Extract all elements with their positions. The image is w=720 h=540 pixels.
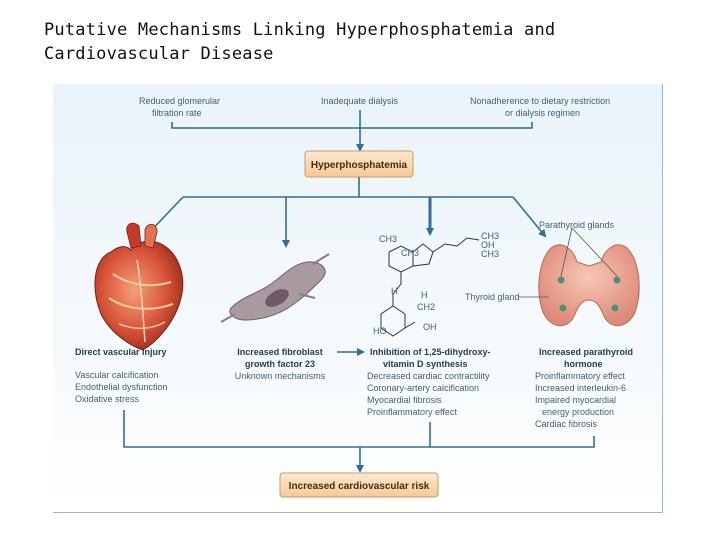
cause-nonadherence: Nonadherence to dietary restriction or d… [470,96,610,118]
thyroid-illustration [518,227,640,327]
list-item: Coronary-artery calcification [367,383,479,393]
heart-illustration [94,222,184,351]
hyperphosphatemia-box: Hyperphosphatemia [304,150,414,178]
svg-text:HO: HO [373,326,387,336]
svg-text:H: H [421,290,428,300]
list-item: Increased interleukin-6 [535,383,626,393]
outcome-label: Increased cardiovascular risk [289,481,430,492]
svg-text:OH: OH [481,240,495,250]
svg-text:OH: OH [423,322,437,332]
svg-text:Reduced glomerular: Reduced glomerular [139,96,220,106]
cause-dialysis: Inadequate dialysis [321,96,399,106]
mechanism-diagram: Reduced glomerular filtration rate Inade… [75,96,640,498]
mechanism-fgf23: Increased fibroblast growth factor 23 Un… [235,347,326,381]
list-item: Proinflammatory effect [367,407,457,417]
svg-text:CH3: CH3 [401,248,419,258]
slide-title: Putative Mechanisms Linking Hyperphospha… [44,18,684,66]
fgf23-heading-line-1: Increased fibroblast [237,347,323,357]
mechanism-pth: Increased parathyroid hormone Proinflamm… [535,347,633,429]
list-item: Cardiac fibrosis [535,419,598,429]
mechanism-vitamin-d: Inhibition of 1,25-dihydroxy- vitamin D … [367,347,491,417]
svg-text:filtration rate: filtration rate [152,108,202,118]
svg-text:Nonadherence to dietary restri: Nonadherence to dietary restriction [470,96,610,106]
svg-text:or dialysis regimen: or dialysis regimen [505,108,580,118]
outcome-box: Increased cardiovascular risk [279,472,439,498]
list-item: Myocardial fibrosis [367,395,442,405]
vitamin-d-molecule-labels: CH3 CH3 CH3 OH CH3 H H CH2 HO OH [373,231,499,336]
list-item: Endothelial dysfunction [75,382,168,392]
svg-text:CH2: CH2 [417,302,435,312]
pth-heading-line-2: hormone [564,359,603,369]
svg-text:CH3: CH3 [481,249,499,259]
list-item: Vascular calcification [75,370,158,380]
fgf23-heading-line-2: growth factor 23 [245,359,315,369]
thyroid-gland-label: Thyroid gland [465,292,520,302]
list-item: energy production [542,407,614,417]
list-item: Proinflammatory effect [535,371,625,381]
mechanism-figure: Reduced glomerular filtration rate Inade… [53,84,663,513]
vitd-heading-line-2: vitamin D synthesis [383,359,468,369]
vascular-heading: Direct vascular injury [75,347,167,357]
vitd-heading-line-1: Inhibition of 1,25-dihydroxy- [370,347,491,357]
branch-connectors [144,177,547,248]
cause-connectors [171,110,533,152]
slide-title-line-1: Putative Mechanisms Linking Hyperphospha… [44,20,556,40]
outcome-connectors [123,410,595,473]
svg-text:CH3: CH3 [379,234,397,244]
list-item: Oxidative stress [75,394,140,404]
list-item: Impaired myocardial [535,395,616,405]
mechanism-vascular: Direct vascular injury Vascular calcific… [75,347,168,404]
fibroblast-cell-illustration [220,253,330,323]
vitamin-d-molecule [380,237,480,337]
pth-heading-line-1: Increased parathyroid [539,347,633,357]
svg-text:H: H [391,286,398,296]
svg-text:CH3: CH3 [481,231,499,241]
hyperphosphatemia-label: Hyperphosphatemia [311,160,408,171]
slide-title-line-2: Cardiovascular Disease [44,44,274,64]
list-item: Decreased cardiac contractility [367,371,490,381]
list-item: Unknown mechanisms [235,371,326,381]
parathyroid-glands-label: Parathyroid glands [539,220,615,230]
cause-renal: Reduced glomerular filtration rate [139,96,220,118]
